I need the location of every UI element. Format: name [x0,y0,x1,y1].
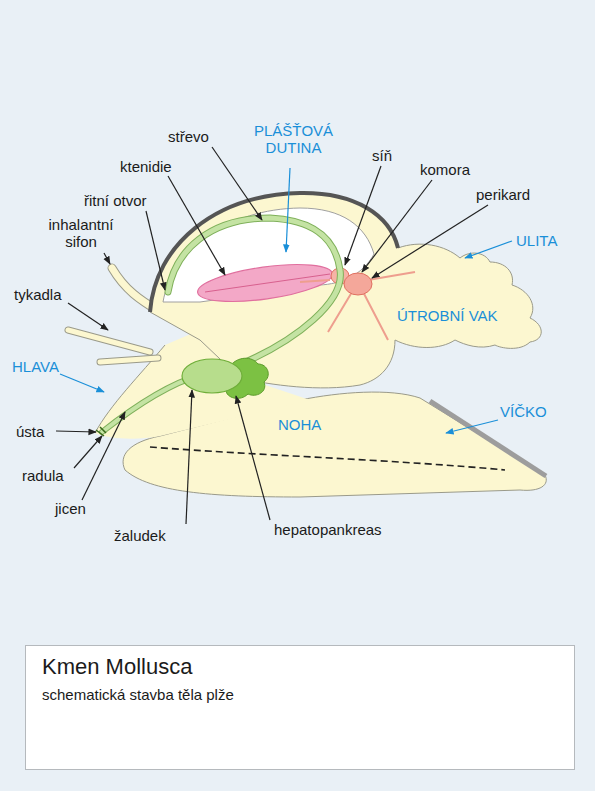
dashed-line [150,447,505,470]
region-label: VÍČKO [500,403,547,420]
vessels [300,272,415,340]
caption-text: schematická stavba těla plže [42,686,558,703]
part-label: tykadla [14,286,62,303]
region-label: NOHA [278,416,321,433]
part-label: žaludek [114,527,166,544]
part-label: síň [372,147,392,164]
region-label: HLAVA [12,358,59,375]
region-label: ÚTROBNÍ VAK [397,307,498,324]
caption-heading: Kmen Mollusca [42,654,558,680]
part-label: komora [420,161,470,178]
part-label: ktenidie [120,158,172,175]
leader-lines [56,147,488,524]
region-label: ULITA [516,232,557,249]
intestine-outline [168,218,340,368]
part-label: ústa [16,423,44,440]
part-label: jicen [55,500,86,517]
tentacle [68,330,150,352]
ctenidium [195,258,334,309]
leader-lines-blue [60,168,512,433]
part-label: radula [22,467,64,484]
ctenidium-axis [205,274,330,292]
radula [96,427,106,436]
caption-box: Kmen Mollusca schematická stavba těla plž… [25,645,575,770]
part-label: inhalantní sifon [36,216,126,251]
part-label: hepatopankreas [274,521,382,538]
region-label: PLÁŠŤOVÁ DUTINA [236,122,351,157]
tentacle [100,358,158,362]
part-label: řitní otvor [84,192,147,209]
part-label: střevo [168,128,209,145]
tentacle [100,358,158,362]
stomach [182,359,242,393]
part-label: perikard [476,186,530,203]
tentacle [68,330,150,352]
head-outline [95,345,165,433]
intestine [168,218,340,368]
ventricle [344,273,372,295]
